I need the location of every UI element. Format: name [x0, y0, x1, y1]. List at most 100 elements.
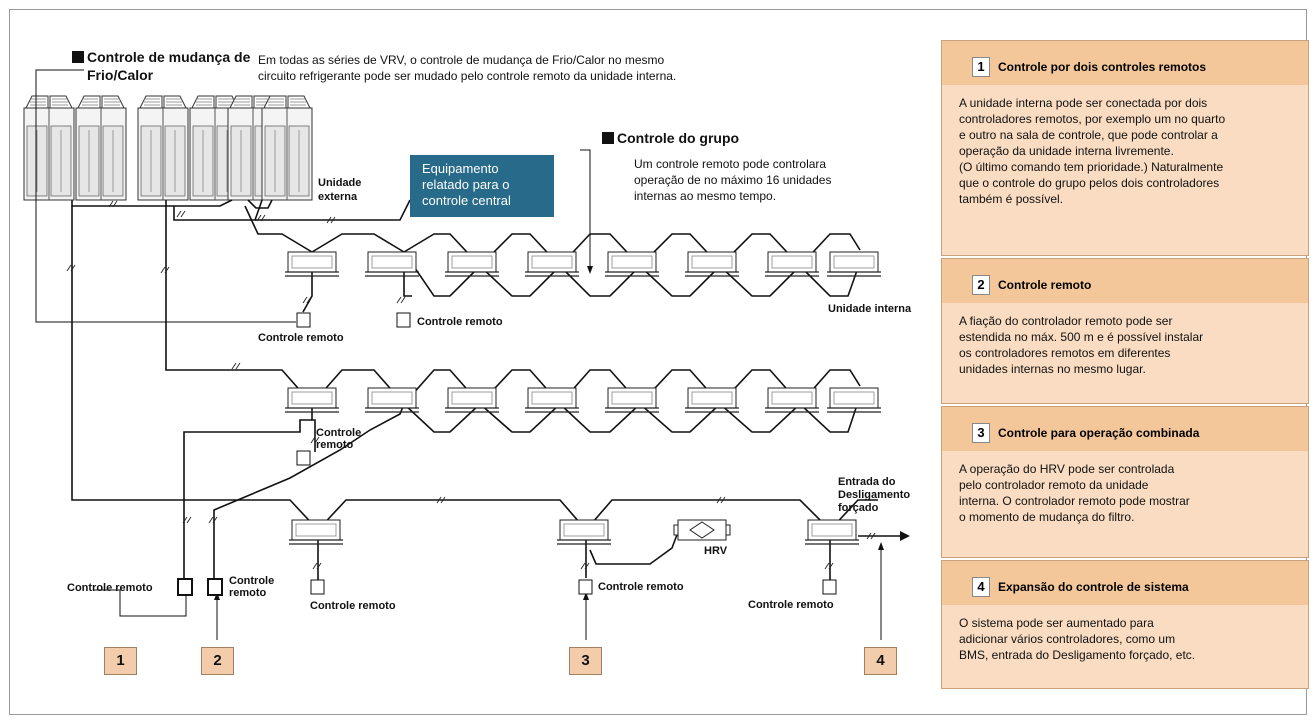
remote-label: remoto: [316, 439, 354, 451]
panel-line: A fiação do controlador remoto pode ser: [959, 314, 1173, 328]
group-description-line: Um controle remoto pode controlara: [634, 157, 827, 171]
indoor-unit: [364, 251, 420, 277]
panel-line: BMS, entrada do Desligamento forçado, et…: [959, 648, 1196, 662]
indoor-unit: [826, 251, 882, 277]
panel-title: Controle remoto: [998, 278, 1092, 292]
forced-off-label: Desligamento: [838, 489, 911, 501]
remote-controller: [822, 579, 837, 595]
remote-controller: [578, 579, 593, 595]
panel-header: [942, 259, 1308, 303]
group-heading: Controle do grupo: [602, 130, 739, 147]
arrow-icon: [878, 542, 884, 550]
panel-line: controladores remotos, por exemplo um no…: [959, 112, 1226, 126]
indoor-unit: [364, 387, 420, 413]
panel-dual-remote: 1 Controle por dois controles remotos A …: [941, 40, 1309, 256]
outdoor-unit: [261, 95, 313, 201]
outdoor-unit-label: Unidade: [318, 177, 362, 189]
indoor-unit: [524, 387, 580, 413]
indoor-unit: [284, 251, 340, 277]
panel-number: 4: [972, 577, 990, 597]
panel-line: que o controle do grupo pelos dois contr…: [959, 176, 1220, 190]
outdoor-units: [23, 95, 313, 201]
hrv-unit: [673, 519, 731, 541]
panel-line: O sistema pode ser aumentado para: [959, 616, 1154, 630]
indoor-unit-label: Unidade interna: [828, 303, 912, 315]
indoor-units-row-2: [284, 387, 882, 413]
central-equipment-line: relatado para o: [422, 177, 510, 192]
square-bullet-icon: [602, 132, 614, 144]
panel-line: interna. O controlador remoto pode mostr…: [959, 494, 1190, 508]
panel-header: [942, 561, 1308, 605]
indoor-unit: [684, 387, 740, 413]
panel-line: e outro na sala de controle, que pode co…: [959, 128, 1218, 142]
changeover-description-line: circuito refrigerante pode ser mudado pe…: [258, 69, 677, 83]
panel-line: operação da unidade interna livremente.: [959, 144, 1174, 158]
arrow-icon: [583, 592, 589, 600]
marker-3: 3: [569, 647, 602, 675]
remote-controller: [296, 312, 311, 328]
outdoor-unit: [137, 95, 189, 201]
marker-4: 4: [864, 647, 897, 675]
indoor-unit: [604, 251, 660, 277]
remote-label: Controle remoto: [258, 332, 344, 344]
indoor-unit: [284, 387, 340, 413]
central-equipment-line: Equipamento: [422, 161, 499, 176]
panel-line: A unidade interna pode ser conectada por…: [959, 96, 1208, 110]
hrv-label: HRV: [704, 545, 728, 557]
indoor-unit: [604, 387, 660, 413]
indoor-unit: [826, 387, 882, 413]
remote-connection-lines: [35, 69, 882, 640]
panel-line: também é possível.: [959, 192, 1064, 206]
panel-number: 3: [972, 423, 990, 443]
arrow-icon: [587, 266, 593, 274]
indoor-unit: [764, 251, 820, 277]
remote-label: Controle remoto: [748, 599, 834, 611]
panel-body: A unidade interna pode ser conectada por…: [959, 95, 1301, 207]
remote-controllers: [177, 312, 837, 596]
panel-header: [942, 407, 1308, 451]
forced-off-label: Entrada do: [838, 476, 896, 488]
panel-line: (O último comando tem prioridade.) Natur…: [959, 160, 1224, 174]
central-equipment-line: controle central: [422, 193, 511, 208]
indoor-unit: [444, 387, 500, 413]
panel-header: [942, 41, 1308, 85]
panel-line: o momento de mudança do filtro.: [959, 510, 1135, 524]
indoor-units-row-3: [288, 519, 860, 545]
remote-label: Controle remoto: [310, 600, 396, 612]
indoor-unit: [804, 519, 860, 545]
panel-remote-control: 2 Controle remoto A fiação do controlado…: [941, 258, 1309, 404]
panel-line: pelo controlador remoto da unidade: [959, 478, 1149, 492]
panel-title: Expansão do controle de sistema: [998, 580, 1189, 594]
indoor-unit: [288, 519, 344, 545]
indoor-unit: [444, 251, 500, 277]
outdoor-unit-label: externa: [318, 191, 358, 203]
panel-line: estendida no máx. 500 m e é possível ins…: [959, 330, 1204, 344]
panel-line: A operação do HRV pode ser controlada: [959, 462, 1175, 476]
remote-label: Controle: [229, 575, 275, 587]
panel-combined-operation: 3 Controle para operação combinada A ope…: [941, 406, 1309, 558]
indoor-unit: [556, 519, 612, 545]
remote-controller: [396, 312, 411, 328]
remote-controller: [207, 578, 223, 596]
central-equipment-box: Equipamento relatado para o controle cen…: [410, 155, 554, 217]
panel-body: A fiação do controlador remoto pode ser …: [959, 313, 1301, 377]
forced-off-label: forçado: [838, 502, 879, 514]
square-bullet-icon: [72, 51, 84, 63]
panel-number: 2: [972, 275, 990, 295]
panel-body: A operação do HRV pode ser controlada pe…: [959, 461, 1301, 525]
panel-body: O sistema pode ser aumentado para adicio…: [959, 615, 1301, 663]
group-description-line: internas ao mesmo tempo.: [634, 189, 777, 203]
changeover-heading: Controle de mudança de: [72, 49, 250, 66]
panel-line: os controladores remotos em diferentes: [959, 346, 1171, 360]
remote-controller: [177, 578, 193, 596]
panel-number: 1: [972, 57, 990, 77]
panel-line: unidades internas no mesmo lugar.: [959, 362, 1146, 376]
remote-label: Controle remoto: [598, 581, 684, 593]
changeover-heading-line2: Frio/Calor: [87, 67, 154, 83]
marker-2: 2: [201, 647, 234, 675]
marker-1: 1: [104, 647, 137, 675]
indoor-unit: [684, 251, 740, 277]
indoor-units-row-1: [284, 251, 882, 277]
remote-label: Controle remoto: [417, 316, 503, 328]
